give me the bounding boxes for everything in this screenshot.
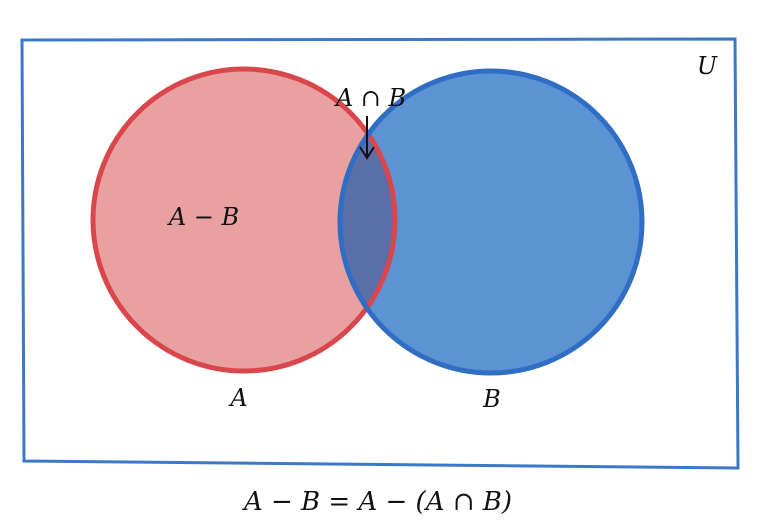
difference-label: A − B — [167, 203, 239, 231]
set-b-circle — [340, 71, 642, 373]
set-b-outline — [337, 68, 645, 376]
intersection-label: A ∩ B — [334, 84, 406, 112]
universe-label: U — [697, 52, 718, 80]
intersection-arrow — [359, 116, 375, 160]
set-a-circle — [93, 69, 395, 371]
set-a-outline — [90, 66, 398, 374]
formula: A − B = A − (A ∩ B) — [242, 487, 512, 517]
set-b-label: B — [482, 385, 501, 413]
universe-rectangle — [20, 37, 740, 470]
set-a-label: A — [228, 384, 247, 412]
